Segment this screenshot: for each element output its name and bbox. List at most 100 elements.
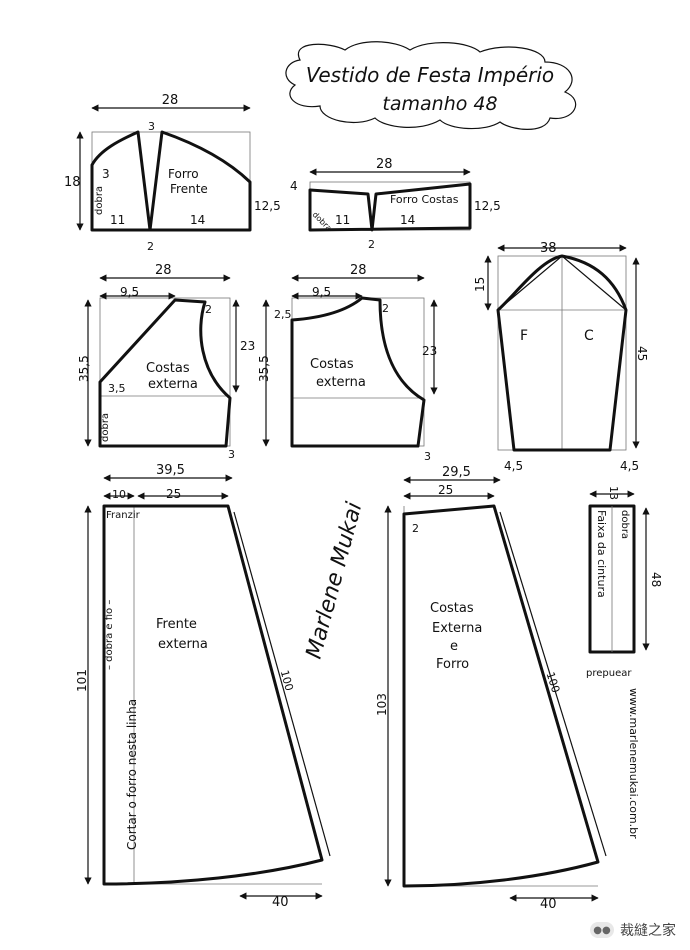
sleeve-cap-height: 15 — [473, 277, 487, 292]
skirt-back-label-4: Forro — [436, 657, 469, 672]
skirt-front-total: 39,5 — [156, 463, 185, 478]
back-outer-fold-height: 35,5 — [77, 355, 91, 382]
chat-bubble-icon: ●● — [590, 922, 614, 938]
skirt-front-gather: Franzir — [106, 510, 141, 521]
skirt-back-top: 25 — [438, 483, 453, 497]
front-lining-label-2: Frente — [170, 182, 208, 196]
back-lining-dart: 2 — [368, 238, 375, 251]
back-lining-label: Forro Costas — [390, 193, 459, 206]
skirt-back-total: 29,5 — [442, 465, 471, 480]
piece-skirt-front: 39,5 10 25 101 100 40 Franzir Frente ext… — [75, 463, 331, 910]
back-outer-bottom: 3 — [424, 450, 431, 463]
sleeve-length: 45 — [635, 346, 649, 361]
back-outer-neck: 9,5 — [312, 285, 331, 299]
skirt-back-label-1: Costas — [430, 601, 474, 616]
front-lining-side: 12,5 — [254, 199, 281, 213]
back-outer-armhole: 23 — [422, 344, 437, 358]
back-outer-width: 28 — [350, 263, 367, 278]
title-line-1: Vestido de Festa Império — [306, 63, 554, 87]
back-outer-height: 35,5 — [257, 355, 271, 382]
skirt-back-hem: 40 — [540, 897, 557, 912]
back-outer-fold-armhole: 23 — [240, 339, 255, 353]
skirt-back-label-3: e — [450, 639, 458, 654]
sleeve-label-back: C — [584, 328, 594, 344]
back-lining-outline — [308, 182, 472, 232]
skirt-front-left: 10 — [112, 488, 126, 501]
back-lining-right: 14 — [400, 213, 415, 227]
piece-waistband: 13 48 Faixa da cintura dobra prepuear — [586, 486, 663, 679]
skirt-front-outline — [102, 504, 324, 886]
signature-text: Marlene Mukai — [302, 500, 368, 662]
back-outer-outline — [290, 296, 426, 448]
designer-signature: Marlene Mukai — [302, 500, 368, 662]
back-lining-left: 11 — [335, 213, 350, 227]
skirt-front-fold-note: Cortar o forro nesta linha — [125, 699, 139, 850]
back-outer-shoulder: 2 — [382, 302, 389, 315]
back-outer-fold-label-2: externa — [148, 377, 198, 392]
piece-back-lining: 28 4 dobra Forro Costas 11 14 12,5 2 — [290, 157, 501, 251]
sleeve-right-hem: 4,5 — [620, 459, 639, 473]
back-outer-fold-bottom: 3 — [228, 448, 235, 461]
sleeve-width: 38 — [540, 241, 557, 256]
skirt-front-label-1: Frente — [156, 617, 197, 632]
skirt-back-outline — [402, 504, 600, 888]
sleeve-outline — [496, 254, 628, 452]
waistband-length: 48 — [649, 572, 663, 587]
back-lining-height: 4 — [290, 179, 298, 193]
waistband-label: Faixa da cintura — [595, 510, 608, 598]
back-lining-side: 12,5 — [474, 199, 501, 213]
skirt-front-side: 100 — [278, 669, 296, 693]
skirt-back-drop: 2 — [412, 522, 419, 535]
piece-back-outer-fold: 28 9,5 35,5 23 2 3,5 dobra Costas extern… — [77, 263, 255, 461]
front-lining-outline — [90, 130, 252, 232]
skirt-front-hem: 40 — [272, 895, 289, 910]
front-lining-height: 18 — [64, 175, 81, 190]
back-outer-fold-shoulder: 2 — [205, 303, 212, 316]
skirt-front-right: 25 — [166, 487, 181, 501]
back-outer-fold-neck: 9,5 — [120, 285, 139, 299]
sleeve-guide-lines — [497, 255, 627, 311]
back-outer-left-drop: 2,5 — [274, 308, 292, 321]
front-lining-drop: 3 — [102, 167, 110, 181]
title-line-2: tamanho 48 — [382, 93, 497, 115]
waistband-note: prepuear — [586, 668, 632, 679]
waistband-width: 13 — [607, 486, 620, 500]
waistband-fold: dobra — [619, 510, 630, 539]
piece-back-outer: 28 9,5 35,5 23 2,5 2 Costas externa 3 — [257, 263, 438, 463]
skirt-front-height: 101 — [75, 669, 89, 692]
skirt-back-side-guide — [499, 511, 607, 857]
back-outer-label-1: Costas — [310, 357, 354, 372]
back-outer-fold-label-1: Costas — [146, 361, 190, 376]
back-outer-fold-drop: 3,5 — [108, 382, 126, 395]
skirt-back-side: 100 — [543, 670, 562, 694]
front-lining-dart: 2 — [147, 240, 154, 253]
sleeve-label-front: F — [520, 328, 528, 344]
front-lining-label-1: Forro — [168, 167, 199, 181]
piece-skirt-back: 29,5 25 2 103 100 40 Costas Externa e Fo… — [375, 465, 607, 912]
website-text: www.marlenemukai.com.br — [627, 688, 640, 839]
piece-front-lining: 28 18 3 3 dobra Forro Frente 11 14 12,5 … — [64, 93, 281, 253]
skirt-front-side-guide — [233, 511, 331, 857]
back-lining-width: 28 — [376, 157, 393, 172]
back-lining-frame — [309, 181, 471, 231]
back-outer-fold-width: 28 — [155, 263, 172, 278]
front-lining-right: 14 — [190, 213, 205, 227]
front-lining-fold: dobra — [94, 186, 105, 215]
sleeve-left-hem: 4,5 — [504, 459, 523, 473]
title-cloud-outline — [285, 41, 577, 130]
piece-sleeve: 38 15 45 F C 4,5 4,5 — [473, 241, 649, 473]
front-lining-neck: 3 — [148, 120, 155, 133]
skirt-back-height: 103 — [375, 693, 389, 716]
front-lining-width: 28 — [162, 93, 179, 108]
back-outer-fold-outline — [98, 298, 232, 448]
skirt-back-label-2: Externa — [432, 621, 482, 636]
title-cloud: Vestido de Festa Império tamanho 48 — [285, 41, 577, 130]
skirt-front-fold: – dobra e fio – — [104, 600, 115, 670]
front-lining-left: 11 — [110, 213, 125, 227]
back-outer-fold-fold: dobra — [100, 413, 111, 442]
back-outer-frame — [291, 297, 425, 447]
skirt-front-label-2: externa — [158, 637, 208, 652]
watermark: ●● 裁縫之家 — [590, 920, 676, 940]
